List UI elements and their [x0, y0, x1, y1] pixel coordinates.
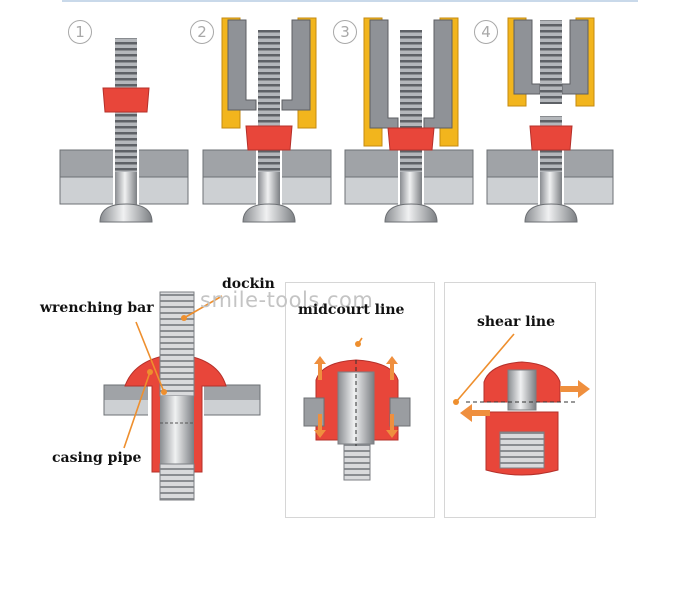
midcourt-panel-frame: [285, 282, 435, 518]
step-3-number: 3: [333, 20, 357, 44]
step-4-illustration: [486, 17, 614, 223]
top-divider-line: [62, 0, 638, 2]
step-2-number: 2: [190, 20, 214, 44]
watermark: smile-tools.com: [200, 288, 374, 312]
step-2-illustration: [202, 17, 332, 223]
label-shear-line: shear line: [477, 314, 556, 330]
step-3-illustration: [344, 17, 474, 223]
label-casing-pipe: casing pipe: [52, 450, 142, 466]
step-1-illustration: [59, 38, 189, 223]
step-4-number: 4: [474, 20, 498, 44]
shear-illustration: [460, 361, 590, 476]
label-wrenching-bar: wrenching bar: [40, 300, 154, 316]
shear-panel-frame: [444, 282, 596, 518]
step-1-number: 1: [68, 20, 92, 44]
midcourt-illustration: [303, 356, 411, 481]
label-midcourt-line: midcourt line: [298, 302, 405, 318]
cross-section-illustration: [103, 291, 261, 501]
label-dockin: dockin: [222, 276, 275, 292]
label-pointer-lines: [123, 295, 515, 449]
